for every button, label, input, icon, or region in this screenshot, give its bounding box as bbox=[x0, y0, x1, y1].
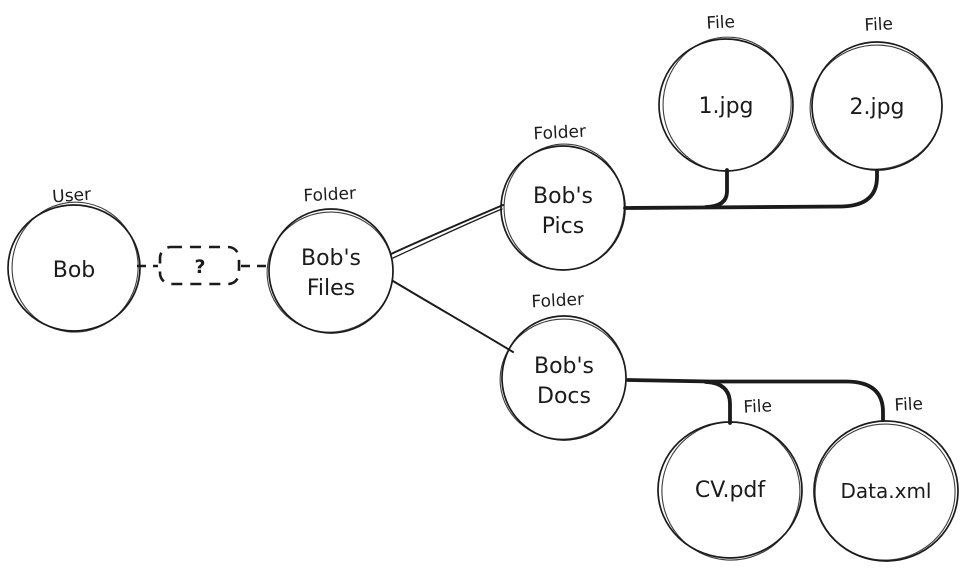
node-label: 2.jpg bbox=[849, 95, 904, 120]
edge-files-to-pics bbox=[390, 204, 504, 255]
node-circle bbox=[813, 420, 959, 562]
node-file-2jpg: File 2.jpg bbox=[809, 14, 943, 171]
unknown-relation-node: ? bbox=[158, 245, 241, 286]
node-bobs-pics: Folder Bob's Pics bbox=[500, 122, 626, 271]
node-file-1jpg: File 1.jpg bbox=[658, 12, 794, 172]
node-file-cvpdf: File CV.pdf bbox=[657, 396, 803, 561]
node-circle-sketch bbox=[662, 36, 792, 172]
node-type-label: Folder bbox=[303, 184, 357, 207]
node-circle-sketch bbox=[661, 421, 801, 561]
node-label: 1.jpg bbox=[698, 94, 753, 119]
node-label-line2: Docs bbox=[537, 384, 591, 409]
node-circle bbox=[7, 204, 141, 332]
node-bob: User Bob bbox=[7, 185, 141, 333]
node-label: Data.xml bbox=[841, 479, 932, 503]
node-type-label: Folder bbox=[531, 290, 585, 313]
node-type-label: File bbox=[864, 14, 893, 35]
node-circle-sketch bbox=[503, 143, 625, 271]
node-type-label: File bbox=[706, 12, 735, 33]
edge-docs-to-dataxml bbox=[626, 378, 885, 422]
node-circle-sketch bbox=[11, 201, 139, 333]
node-label-line1: Bob's bbox=[534, 354, 594, 379]
edge-pics-to-1jpg bbox=[704, 168, 729, 209]
node-label: CV.pdf bbox=[695, 478, 766, 503]
unknown-relation-label: ? bbox=[194, 256, 205, 278]
node-type-label: File bbox=[743, 396, 772, 417]
node-label-line1: Bob's bbox=[301, 246, 361, 271]
node-label-line2: Files bbox=[307, 276, 355, 301]
node-circle-sketch bbox=[809, 44, 943, 170]
node-circle-sketch bbox=[499, 318, 627, 440]
node-bobs-docs: Folder Bob's Docs bbox=[499, 290, 627, 441]
node-file-dataxml: File Data.xml bbox=[813, 394, 959, 562]
edge-files-to-pics-sketch bbox=[392, 208, 503, 259]
node-bobs-files: Folder Bob's Files bbox=[266, 184, 394, 334]
node-circle-sketch bbox=[266, 211, 394, 333]
edge-pics-to-2jpg bbox=[623, 169, 879, 210]
node-type-label: File bbox=[894, 394, 923, 415]
edges-group bbox=[137, 168, 885, 425]
node-label-line1: Bob's bbox=[533, 184, 593, 209]
unknown-relation-box bbox=[158, 245, 241, 286]
node-label: Bob bbox=[53, 258, 96, 283]
edge-docs-to-cvpdf bbox=[704, 380, 732, 425]
node-label-line2: Pics bbox=[542, 214, 584, 239]
node-type-label: User bbox=[52, 185, 92, 208]
node-circle-sketch bbox=[814, 423, 956, 561]
edge-files-to-docs bbox=[392, 280, 514, 353]
node-type-label: Folder bbox=[533, 122, 587, 145]
